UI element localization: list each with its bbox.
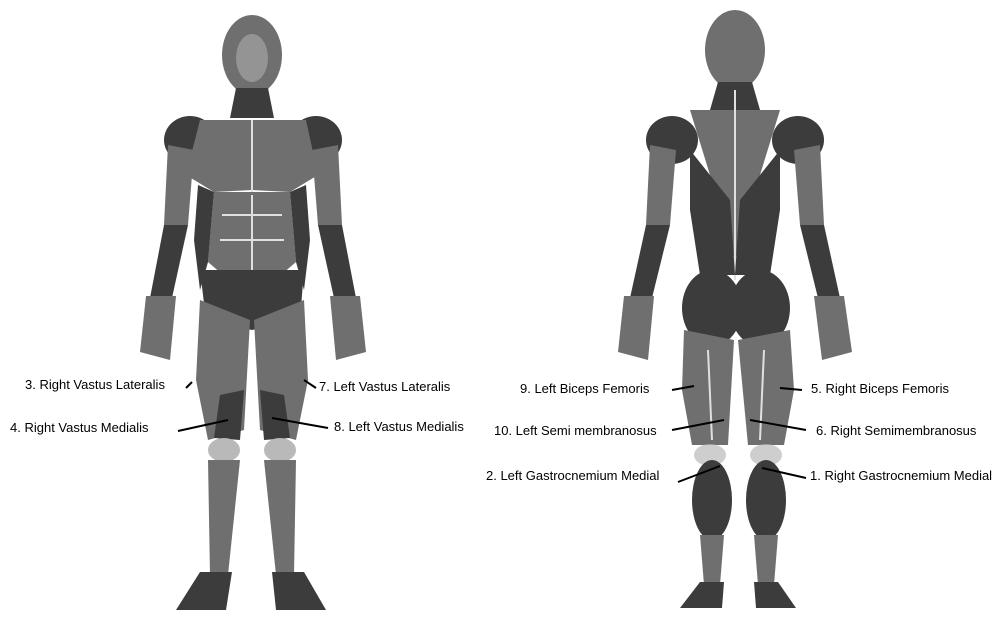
front-right-shin bbox=[208, 460, 240, 575]
label-7-left-vastus-lateralis: 7. Left Vastus Lateralis bbox=[319, 379, 450, 395]
back-right-lower-leg bbox=[754, 535, 778, 585]
back-left-upper-arm bbox=[646, 145, 676, 225]
label-4-right-vastus-medialis: 4. Right Vastus Medialis bbox=[10, 420, 149, 436]
back-left-calf bbox=[692, 460, 732, 540]
label-8-left-vastus-medialis: 8. Left Vastus Medialis bbox=[334, 419, 464, 435]
back-left-forearm bbox=[630, 225, 670, 298]
back-right-hand bbox=[814, 296, 852, 360]
front-right-hand bbox=[140, 296, 176, 360]
label-9-left-biceps-femoris: 9. Left Biceps Femoris bbox=[520, 381, 649, 397]
label-5-right-biceps-femoris: 5. Right Biceps Femoris bbox=[811, 381, 949, 397]
front-right-upper-arm bbox=[164, 145, 194, 225]
front-right-foot bbox=[176, 572, 232, 610]
front-left-forearm bbox=[318, 225, 356, 298]
front-left-knee bbox=[264, 438, 296, 462]
front-right-knee bbox=[208, 438, 240, 462]
back-right-foot bbox=[754, 582, 796, 608]
back-left-foot bbox=[680, 582, 724, 608]
front-neck bbox=[230, 88, 274, 118]
label-3-right-vastus-lateralis: 3. Right Vastus Lateralis bbox=[25, 377, 165, 393]
back-right-forearm bbox=[800, 225, 840, 298]
front-left-upper-arm bbox=[312, 145, 342, 225]
front-right-forearm bbox=[150, 225, 188, 298]
front-figure bbox=[140, 15, 366, 610]
front-left-foot bbox=[272, 572, 326, 610]
front-left-shin bbox=[264, 460, 296, 575]
back-right-upper-arm bbox=[794, 145, 824, 225]
label-10-left-semi-membranosus: 10. Left Semi membranosus bbox=[494, 423, 657, 439]
front-face-highlight bbox=[236, 34, 268, 82]
back-head bbox=[705, 10, 765, 90]
back-figure bbox=[618, 10, 852, 608]
leader-3-right-vastus-lateralis bbox=[186, 382, 192, 388]
label-2-left-gastrocnemium-medial: 2. Left Gastrocnemium Medial bbox=[486, 468, 659, 484]
back-left-hand bbox=[618, 296, 654, 360]
label-1-right-gastrocnemium-medial: 1. Right Gastrocnemium Medial bbox=[810, 468, 992, 484]
back-left-lower-leg bbox=[700, 535, 724, 585]
back-right-hamstring bbox=[738, 330, 794, 445]
label-6-right-semimembranosus: 6. Right Semimembranosus bbox=[816, 423, 976, 439]
front-left-hand bbox=[330, 296, 366, 360]
